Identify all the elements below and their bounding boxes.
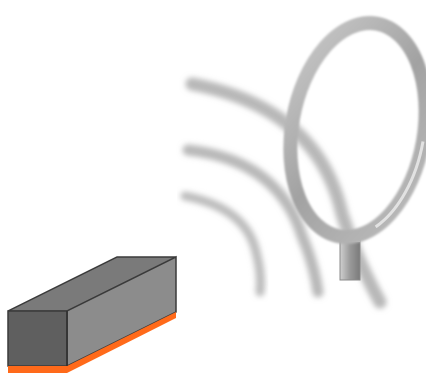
- bar-magnet-front-face: [7, 310, 68, 367]
- bar-magnet-orange-edge: [8, 312, 176, 373]
- wire-loop: [283, 16, 426, 281]
- field-wave-middle: [182, 144, 324, 298]
- magnetic-field-waves: [180, 77, 387, 309]
- field-wave-inner: [180, 191, 265, 297]
- loop-stand: [339, 237, 361, 281]
- bar-magnet: [7, 255, 177, 373]
- field-wave-outer: [185, 77, 387, 309]
- loop-ring-highlight: [288, 21, 426, 239]
